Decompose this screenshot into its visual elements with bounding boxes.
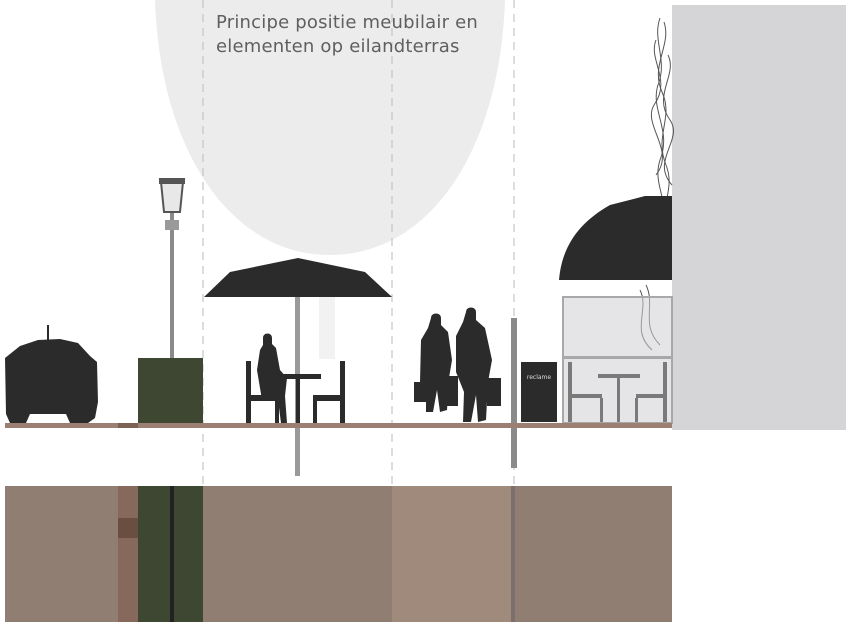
parasol-icon (204, 258, 392, 425)
building-facade (672, 5, 846, 430)
walking-people-icon (414, 307, 501, 422)
ground-section (5, 486, 672, 622)
sign-label: reclame (527, 374, 552, 381)
glass-screen-icon (562, 296, 673, 424)
bollard-icon (511, 318, 517, 468)
street-lamp-icon (159, 178, 185, 428)
page-title: Principe positie meubilair en elementen … (216, 12, 479, 57)
car-silhouette-icon (5, 339, 98, 423)
curb-marker (118, 423, 138, 428)
sign-board-icon: reclame (521, 362, 557, 422)
car-antenna-icon (47, 325, 49, 340)
seated-person-icon (257, 333, 287, 423)
parasol-foot-icon (295, 428, 300, 476)
planter-box-icon (138, 358, 203, 428)
sidewalk-line (5, 423, 672, 428)
awning-icon (559, 196, 672, 280)
light-glow (155, 0, 505, 255)
